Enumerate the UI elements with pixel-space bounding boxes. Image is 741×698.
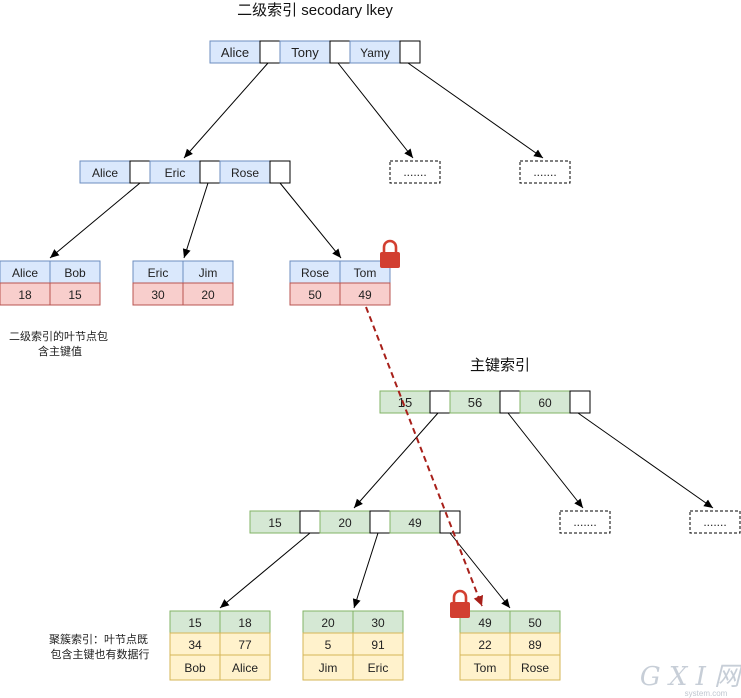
- primary-leaf-node: 15 18 34 77 Bob Alice: [169, 610, 271, 681]
- leaf-key: Eric: [148, 266, 169, 280]
- primary-edges: [219, 412, 714, 609]
- leaf-age: 91: [371, 638, 385, 652]
- primary-placeholder-node: .......: [559, 510, 611, 534]
- leaf-name: Tom: [474, 661, 497, 675]
- leaf-age: 34: [188, 638, 202, 652]
- watermark-logo-text: G X I 网: [640, 662, 741, 692]
- secondary-root-key: Tony: [291, 45, 319, 60]
- leaf-key: Bob: [64, 266, 86, 280]
- leaf-name: Bob: [184, 661, 206, 675]
- secondary-leaf-node: Alice Bob 18 15: [0, 260, 101, 306]
- leaf-age: 89: [528, 638, 542, 652]
- primary-note: 聚簇索引：叶节点既 包含主键也有数据行: [49, 632, 151, 661]
- secondary-root-key: Alice: [221, 45, 249, 60]
- leaf-age: 5: [325, 638, 332, 652]
- primary-index-title: 主键索引: [470, 357, 530, 374]
- leaf-key: Tom: [354, 266, 377, 280]
- leaf-pk: 50: [308, 288, 322, 302]
- placeholder-text: .......: [573, 515, 596, 529]
- primary-mid-key: 20: [338, 516, 352, 530]
- note-line: 含主键值: [38, 344, 82, 358]
- primary-placeholder-node: .......: [689, 510, 741, 534]
- primary-root-key: 15: [398, 395, 412, 410]
- note-line: 包含主键也有数据行: [51, 647, 150, 661]
- primary-mid-node: 15 20 49: [249, 510, 461, 534]
- placeholder-text: .......: [403, 165, 426, 179]
- secondary-mid-key: Rose: [231, 166, 259, 180]
- leaf-name: Eric: [368, 661, 389, 675]
- leaf-id: 49: [478, 616, 492, 630]
- secondary-root-node: Alice Tony Yamy: [209, 40, 421, 64]
- secondary-placeholder-node: .......: [389, 160, 441, 184]
- leaf-id: 18: [238, 616, 252, 630]
- leaf-id: 15: [188, 616, 202, 630]
- leaf-name: Alice: [232, 661, 258, 675]
- leaf-age: 77: [238, 638, 252, 652]
- secondary-leaf-node: Rose Tom 50 49: [289, 260, 391, 306]
- leaf-name: Rose: [521, 661, 549, 675]
- note-line: 聚簇索引：叶节点既: [49, 632, 148, 646]
- leaf-key: Rose: [301, 266, 329, 280]
- primary-leaf-node: 20 30 5 91 Jim Eric: [302, 610, 404, 681]
- leaf-pk: 18: [18, 288, 32, 302]
- primary-leaf-node: 49 50 22 89 Tom Rose: [459, 610, 561, 681]
- primary-root-key: 60: [538, 396, 552, 410]
- secondary-note: 二级索引的叶节点包 含主键值: [9, 329, 111, 358]
- placeholder-text: .......: [533, 165, 556, 179]
- lock-icon: [450, 589, 470, 618]
- watermark-site: system.com: [685, 689, 728, 698]
- secondary-index-title: 二级索引 secodary lkey: [237, 2, 393, 19]
- secondary-placeholder-node: .......: [519, 160, 571, 184]
- primary-mid-key: 49: [408, 516, 422, 530]
- leaf-id: 20: [321, 616, 335, 630]
- leaf-age: 22: [478, 638, 492, 652]
- leaf-pk: 49: [358, 288, 372, 302]
- secondary-mid-node: Alice Eric Rose: [79, 160, 291, 184]
- leaf-pk: 20: [201, 288, 215, 302]
- secondary-root-key: Yamy: [360, 46, 390, 60]
- leaf-key: Jim: [199, 266, 218, 280]
- primary-mid-key: 15: [268, 516, 282, 530]
- secondary-edges: [49, 62, 544, 259]
- leaf-id: 30: [371, 616, 385, 630]
- secondary-leaf-node: Eric Jim 30 20: [132, 260, 234, 306]
- secondary-mid-key: Alice: [92, 166, 118, 180]
- primary-root-node: 15 56 60: [379, 390, 591, 414]
- lock-icon: [380, 239, 400, 268]
- leaf-name: Jim: [319, 661, 338, 675]
- watermark-logo: G X I 网 system.com: [640, 662, 741, 698]
- leaf-pk: 30: [151, 288, 165, 302]
- lookup-arrow: [365, 306, 484, 607]
- placeholder-text: .......: [703, 515, 726, 529]
- leaf-id: 50: [528, 616, 542, 630]
- note-line: 二级索引的叶节点包: [9, 329, 108, 343]
- leaf-key: Alice: [12, 266, 38, 280]
- secondary-mid-key: Eric: [165, 166, 186, 180]
- leaf-pk: 15: [68, 288, 82, 302]
- primary-root-key: 56: [468, 395, 482, 410]
